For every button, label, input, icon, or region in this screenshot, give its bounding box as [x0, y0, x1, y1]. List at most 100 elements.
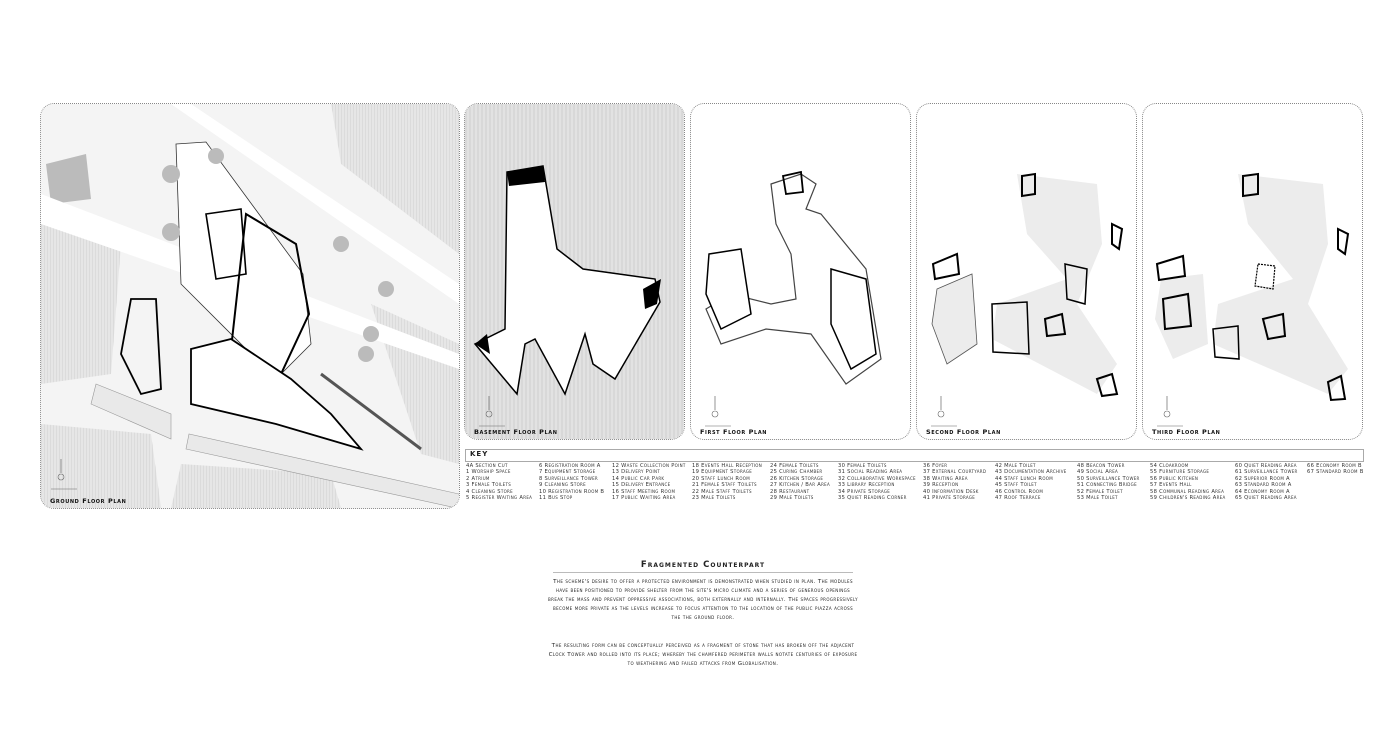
key-item: 31 Social Reading Area [838, 469, 903, 476]
key-item: 33 Library Reception [838, 482, 895, 489]
key-item: 46 Control Room [995, 488, 1044, 495]
key-item: 39 Reception [923, 482, 959, 489]
second-floor-plan-panel: Second Floor Plan [916, 103, 1137, 440]
key-item: 26 Kitchen Storage [770, 475, 824, 482]
key-item: 65 Quiet Reading Area [1235, 494, 1297, 501]
key-item: 11 Bus Stop [539, 494, 573, 501]
ground-floor-plan-label: Ground Floor Plan [50, 497, 127, 505]
key-item: 4A Section Cut [466, 463, 508, 469]
key-item: 1 Worship Space [466, 469, 511, 476]
key-item: 14 Public Car Park [612, 475, 665, 482]
key-item: 37 External Courtyard [923, 469, 987, 476]
key-item: 5 Register Waiting Area [466, 494, 533, 501]
key-item: 47 Roof Terrace [995, 494, 1041, 501]
key-item: 67 Standard Room B [1307, 469, 1364, 476]
second-floor-plan-drawing [930, 172, 1124, 427]
key-item: 32 Collaborative Workspace [838, 475, 916, 482]
key-item: 45 Staff Toilet [995, 482, 1037, 489]
key-item: 4 Cleaning Store [466, 488, 513, 495]
basement-floor-plan-label: Basement Floor Plan [474, 428, 558, 436]
key-item: 49 Social Area [1077, 469, 1119, 476]
key-title: KEY [470, 450, 489, 458]
key-item: 48 Beacon Tower [1077, 463, 1125, 469]
key-item: 55 Furniture Storage [1150, 469, 1210, 476]
key-item: 51 Connecting Bridge [1077, 482, 1137, 489]
key-item: 7 Equipment Storage [539, 469, 596, 476]
key-item: 34 Private Storage [838, 488, 891, 495]
basement-floor-plan-drawing [465, 104, 684, 439]
key-item: 10 Registration Room B [539, 488, 605, 495]
key-item: 63 Standard Room A [1235, 482, 1292, 489]
key-item: 15 Delivery Entrance [612, 482, 671, 489]
key-item: 61 Surveillance Tower [1235, 469, 1298, 476]
key-item: 9 Cleaning Store [539, 482, 586, 489]
key-item: 21 Female Staff Toilets [692, 482, 757, 489]
key-item: 19 Equipment Storage [692, 469, 753, 476]
description-paragraph-1: The scheme's desire to offer a protected… [548, 579, 858, 622]
key-item: 58 Communal Reading Area [1150, 488, 1225, 495]
key-item: 66 Economy Room B [1307, 463, 1362, 469]
key-item: 38 Waiting Area [923, 475, 968, 482]
basement-floor-plan-panel: Basement Floor Plan [464, 103, 685, 440]
key-item: 28 Restaurant [770, 488, 810, 495]
title-divider [553, 572, 853, 573]
key-item: 27 Kitchen / Bar Area [770, 482, 831, 489]
key-item: 35 Quiet Reading Corner [838, 494, 907, 501]
key-item: 30 Female Toilets [838, 463, 887, 469]
first-floor-plan-drawing [704, 170, 882, 427]
key-item: 41 Private Storage [923, 494, 976, 501]
key-item: 53 Male Toilet [1077, 494, 1118, 501]
ground-floor-plan-drawing [41, 104, 459, 508]
key-item: 57 Events Hall [1150, 482, 1192, 489]
key-item: 59 Children's Reading Area [1150, 494, 1226, 501]
third-floor-plan-panel: Third Floor Plan [1142, 103, 1363, 440]
ground-floor-plan-panel: Ground Floor Plan [40, 103, 460, 509]
key-item: 29 Male Toilets [770, 494, 814, 501]
key-item: 3 Female Toilets [466, 482, 512, 489]
key-item: 52 Female Toilet [1077, 488, 1123, 495]
key-item: 60 Quiet Reading Area [1235, 463, 1297, 469]
key-item: 12 Waste Collection Point [612, 463, 686, 469]
second-floor-plan-label: Second Floor Plan [926, 428, 1001, 436]
key-item: 17 Public Waiting Area [612, 494, 676, 501]
key-item: 22 Male Staff Toilets [692, 488, 752, 495]
key-item: 64 Economy Room A [1235, 488, 1290, 495]
key-item: 36 Foyer [923, 463, 948, 469]
key-item: 43 Documentation Archive [995, 469, 1067, 476]
key-item: 24 Female Toilets [770, 463, 819, 469]
key-header-box: KEY [465, 449, 1364, 462]
key-item: 8 Surveillance Tower [539, 475, 598, 482]
key-item: 25 Curing Chamber [770, 469, 823, 476]
key-item: 56 Public Kitchen [1150, 475, 1199, 482]
key-item: 44 Staff Lunch Room [995, 475, 1053, 482]
key-item: 18 Events Hall Reception [692, 463, 762, 469]
key-item: 2 Atrium [466, 475, 490, 482]
key-item: 50 Surveillance Tower [1077, 475, 1140, 482]
key-item: 16 Staff Meeting Room [612, 488, 676, 495]
key-item: 20 Staff Lunch Room [692, 475, 750, 482]
key-item: 62 Superior Room A [1235, 475, 1290, 482]
board-title: Fragmented Counterpart [640, 560, 766, 570]
first-floor-plan-label: First Floor Plan [700, 428, 768, 436]
key-item: 23 Male Toilets [692, 494, 736, 501]
third-floor-plan-drawing [1155, 172, 1350, 427]
description-paragraph-2: The resulting form can be conceptually p… [548, 643, 858, 668]
third-floor-plan-label: Third Floor Plan [1152, 428, 1221, 436]
key-item: 13 Delivery Point [612, 469, 661, 476]
first-floor-plan-panel: First Floor Plan [690, 103, 911, 440]
key-item: 54 Cloakroom [1150, 463, 1189, 469]
key-item: 42 Male Toilet [995, 463, 1036, 469]
key-item: 40 Information Desk [923, 488, 979, 495]
